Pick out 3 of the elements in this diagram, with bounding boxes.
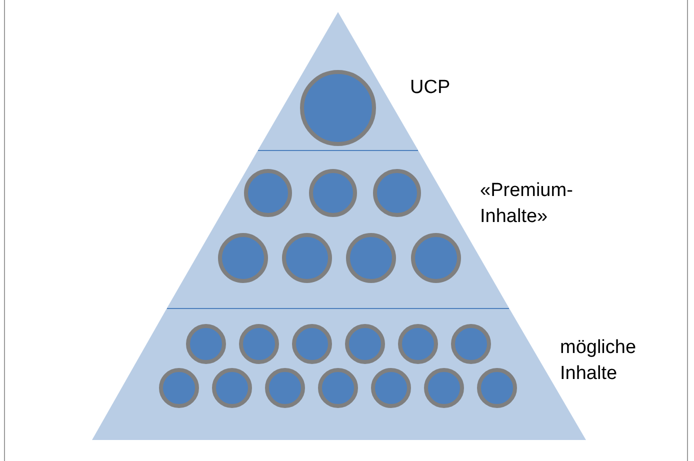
- tier-label: UCP: [410, 76, 452, 100]
- tier-label: mögliche Inhalte: [560, 336, 638, 386]
- tier-label: «Premium-Inhalte»: [480, 179, 570, 229]
